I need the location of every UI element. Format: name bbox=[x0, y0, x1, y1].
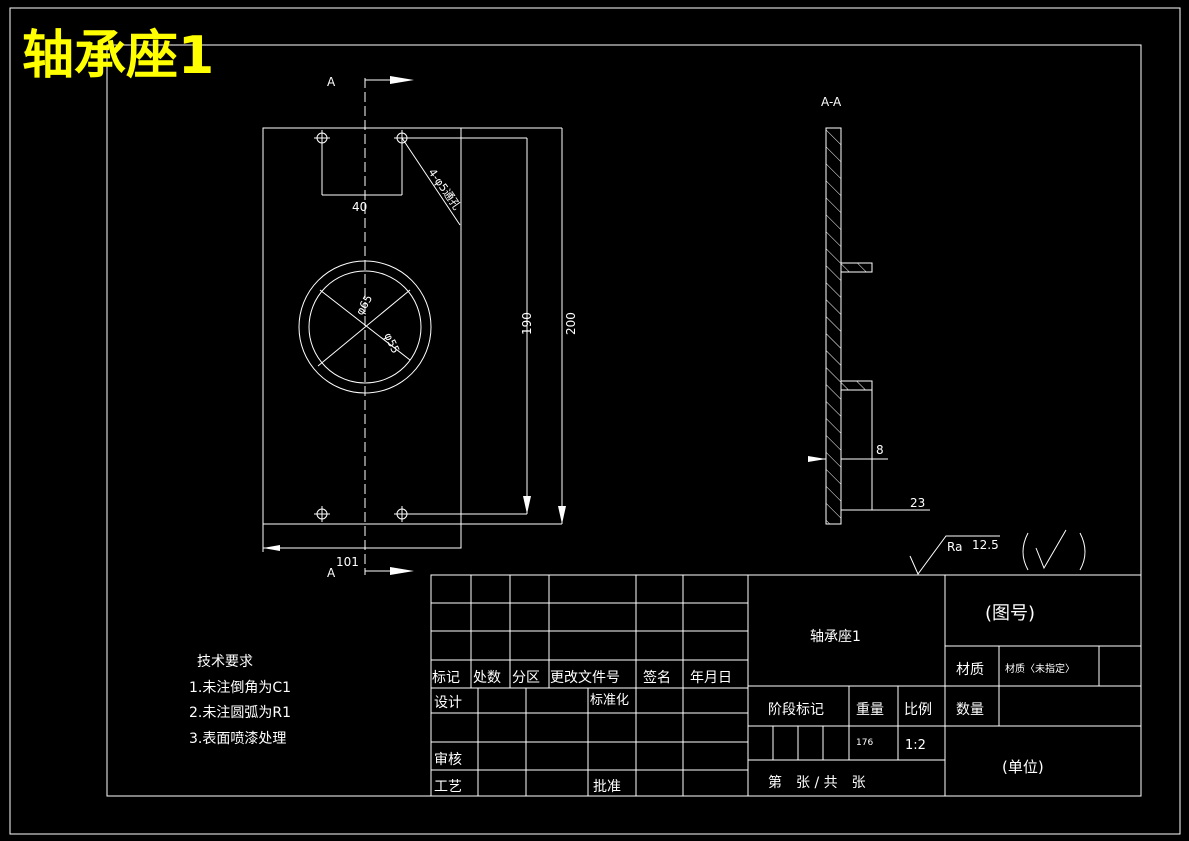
material-value: 材质〈未指定〉 bbox=[1005, 662, 1075, 675]
tech-req-item-1: 1.未注倒角为C1 bbox=[189, 680, 291, 696]
dim-190: 190 bbox=[520, 312, 534, 335]
dim-8: 8 bbox=[876, 443, 884, 457]
unit-label: (单位) bbox=[1002, 758, 1044, 776]
section-view bbox=[808, 127, 930, 525]
dim-101: 101 bbox=[336, 555, 359, 569]
dim-23: 23 bbox=[910, 496, 925, 510]
material-label: 材质 bbox=[956, 662, 984, 678]
section-label-bottom: A bbox=[327, 566, 336, 580]
quantity-label: 数量 bbox=[956, 702, 984, 718]
tech-req-heading: 技术要求 bbox=[197, 654, 253, 670]
roughness-value: 12.5 bbox=[972, 538, 999, 552]
hdr-count: 处数 bbox=[473, 670, 501, 686]
stage-mark-label: 阶段标记 bbox=[768, 702, 824, 718]
title-block-headers: 标记 处数 分区 更改文件号 签名 年月日 bbox=[432, 669, 732, 686]
hdr-zone: 分区 bbox=[512, 670, 540, 686]
tech-req-item-3: 3.表面喷漆处理 bbox=[189, 731, 286, 747]
label-design: 设计 bbox=[434, 695, 462, 711]
hdr-date: 年月日 bbox=[690, 670, 732, 686]
weight-label: 重量 bbox=[856, 702, 884, 718]
label-process: 工艺 bbox=[434, 779, 462, 795]
dim-40: 40 bbox=[352, 200, 367, 214]
hdr-signature: 签名 bbox=[643, 669, 671, 686]
scale-value: 1:2 bbox=[905, 738, 926, 753]
label-standardize: 标准化 bbox=[590, 693, 629, 708]
sheet-count: 第 张 / 共 张 bbox=[768, 774, 866, 791]
drawing-title: 轴承座1 bbox=[22, 26, 214, 86]
tech-req-item-2: 2.未注圆弧为R1 bbox=[189, 705, 291, 721]
label-review: 审核 bbox=[434, 752, 462, 768]
part-name: 轴承座1 bbox=[810, 629, 861, 645]
dim-holes-note: 4-φ5通孔 bbox=[426, 166, 464, 212]
section-label-aa: A-A bbox=[821, 95, 842, 109]
label-approve: 批准 bbox=[593, 779, 621, 795]
outer-border bbox=[9, 7, 1181, 835]
roughness-label: Ra bbox=[947, 540, 962, 554]
weight-value: 176 bbox=[856, 738, 873, 748]
scale-label: 比例 bbox=[904, 702, 932, 718]
dim-outer-dia: φ65 bbox=[353, 293, 375, 318]
drawing-number: (图号) bbox=[985, 603, 1035, 624]
hdr-change-doc: 更改文件号 bbox=[550, 670, 620, 686]
front-view bbox=[262, 78, 563, 575]
arrow-8 bbox=[808, 456, 826, 462]
title-block-grid bbox=[430, 574, 1142, 797]
hdr-mark: 标记 bbox=[432, 670, 460, 686]
roughness-symbol bbox=[909, 529, 1086, 575]
section-label-top: A bbox=[327, 75, 336, 89]
dim-200: 200 bbox=[564, 312, 578, 335]
arrowheads bbox=[263, 76, 566, 575]
